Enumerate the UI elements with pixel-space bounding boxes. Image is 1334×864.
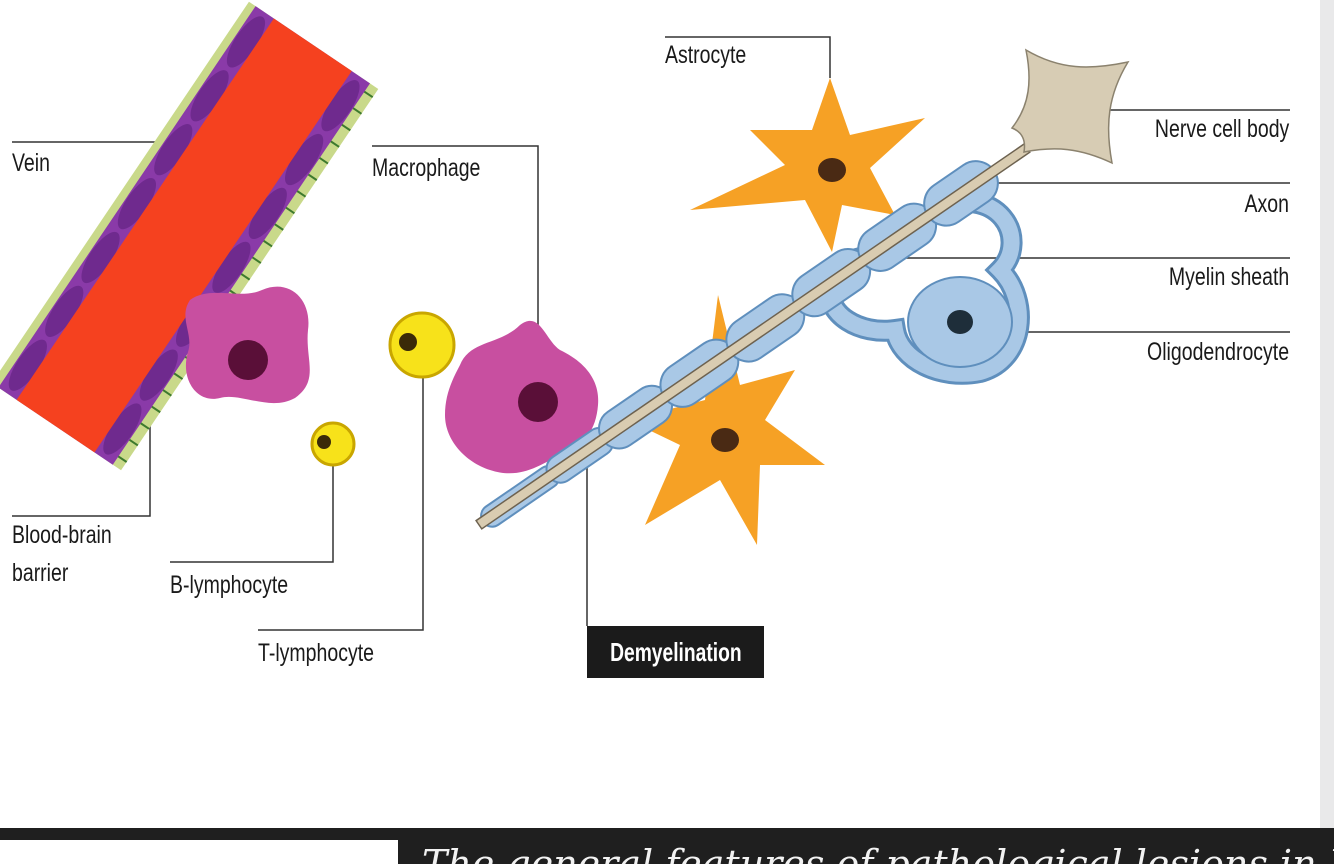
t-lymphocyte (388, 311, 456, 379)
myelin-sheath-label: Myelin sheath (1168, 263, 1289, 291)
vein-lumen (16, 18, 352, 453)
blood-brain-barrier-leader (12, 395, 151, 517)
macrophage-label: Macrophage (372, 154, 481, 182)
page-edge (1320, 0, 1334, 828)
axon-label: Axon (1244, 190, 1289, 218)
b-lymphocyte-label: B-lymphocyte (170, 571, 289, 599)
macrophage-nucleus (228, 340, 268, 380)
endothelial-cells (8, 16, 360, 455)
demyelination-label: Demyelination (609, 636, 742, 667)
vein-label: Vein (12, 149, 50, 177)
astrocyte-top (690, 78, 925, 252)
migrating-macrophage (185, 286, 310, 404)
blood-brain-barrier-label-line1: Blood-brain (12, 521, 112, 549)
astrocyte-label: Astrocyte (665, 41, 747, 69)
astrocyte-leader (665, 36, 831, 78)
leader-lines (12, 36, 1290, 631)
t-lymphocyte-leader (258, 345, 424, 631)
astrocyte-bottom (628, 295, 825, 545)
axon-assembly (475, 142, 1031, 530)
nerve-cell-body-label: Nerve cell body (1154, 115, 1289, 143)
b-lymphocyte-leader (170, 445, 334, 563)
macrophage-nucleus (518, 382, 558, 422)
demyelination-label-box: Demyelination (587, 626, 764, 678)
t-lymphocyte-label: T-lymphocyte (258, 639, 374, 667)
figure-caption: The general features of pathological les… (422, 842, 1334, 864)
ms-lesion-diagram (0, 1, 1290, 631)
macrophage-leader (372, 145, 539, 335)
nerve-cell-body (1010, 48, 1130, 165)
b-lymphocyte (310, 421, 356, 467)
macrophage (445, 320, 599, 474)
oligodendrocyte-label: Oligodendrocyte (1146, 338, 1289, 366)
caption-bar-gap (0, 840, 398, 864)
vein (0, 1, 379, 471)
blood-brain-barrier-label-line2: barrier (12, 559, 69, 587)
oligodendrocyte-nucleus (947, 310, 973, 334)
